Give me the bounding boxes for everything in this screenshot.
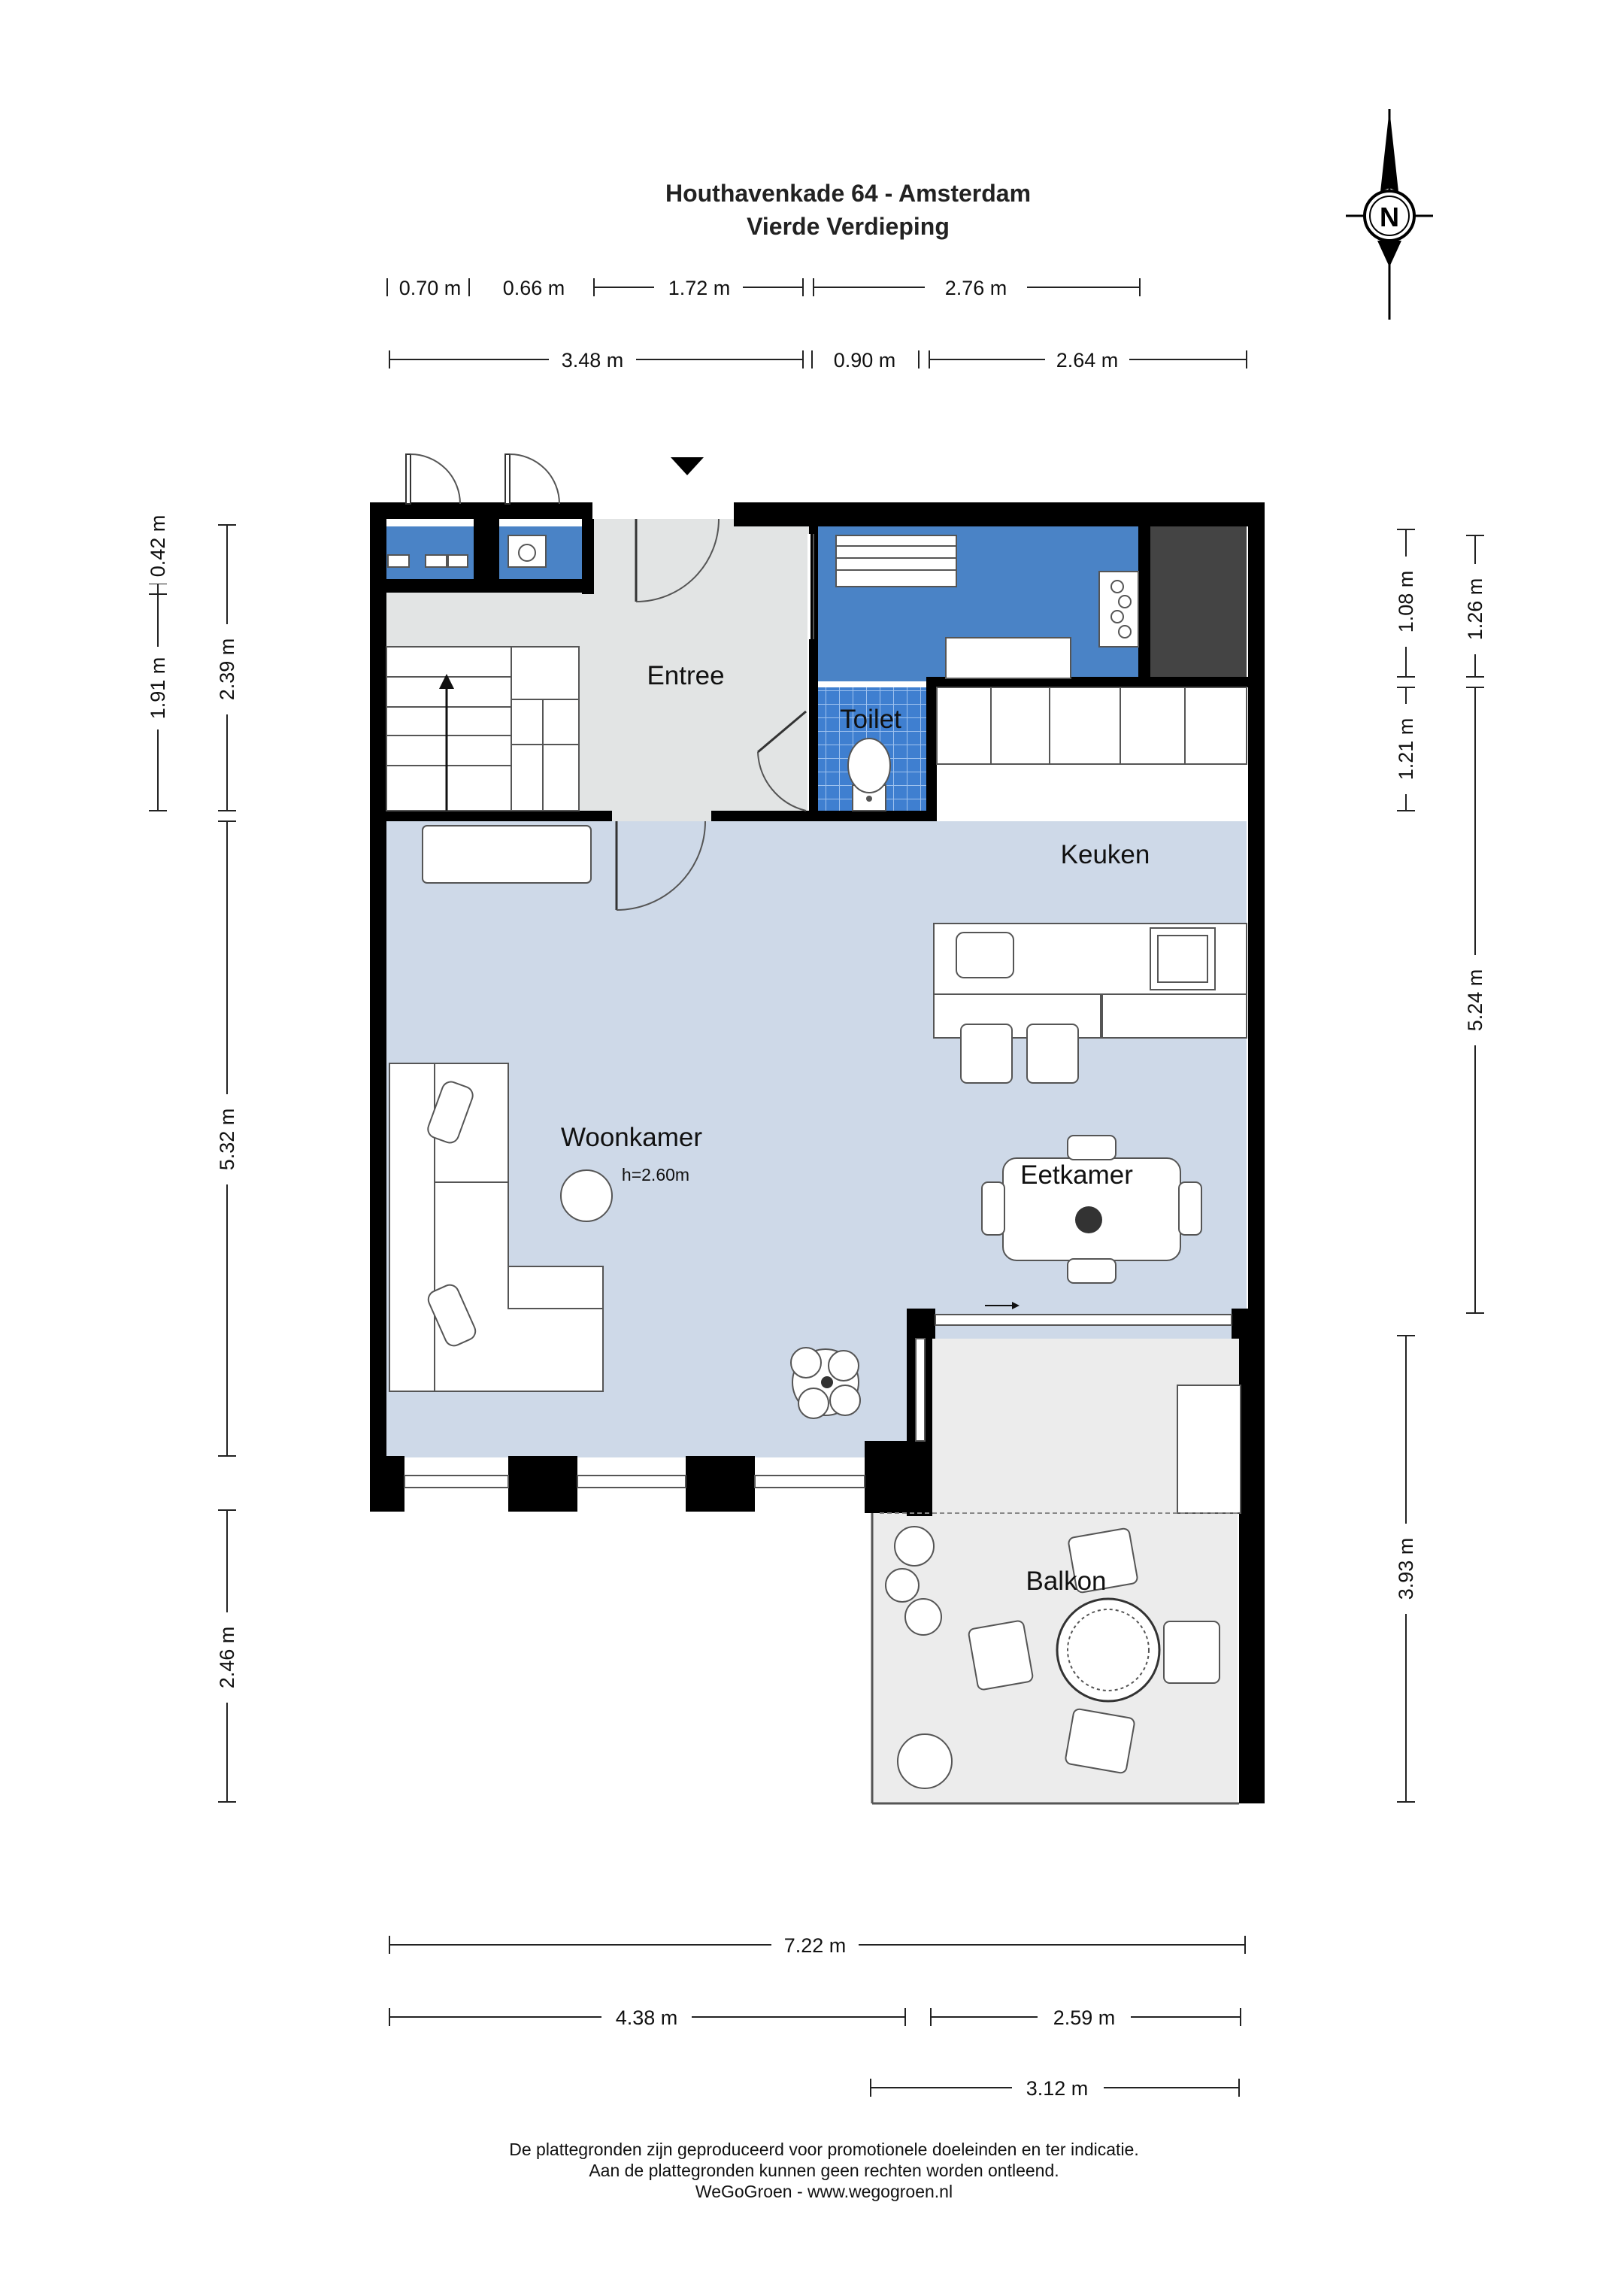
dim-bottom-259: 2.59 m	[1053, 2006, 1116, 2029]
dim-bottom-438: 4.38 m	[616, 2006, 678, 2029]
room-label-woonkamer: Woonkamer	[561, 1123, 702, 1152]
plan-title: Houthavenkade 64 - Amsterdam	[665, 180, 1031, 207]
dimension-bottom: 7.22 m 4.38 m 2.59 m 3.12 m	[389, 1934, 1246, 2100]
ceiling-height-label: h=2.60m	[622, 1165, 689, 1184]
dim-bottom-312: 3.12 m	[1026, 2077, 1089, 2100]
room-label-toilet: Toilet	[840, 705, 901, 734]
entrance-door-area	[594, 519, 812, 602]
bench	[422, 825, 592, 884]
kitchen-cabinets	[933, 687, 1247, 1084]
dark-cabinet	[1150, 526, 1247, 681]
dimension-right-outer: 1.26 m 5.24 m	[1464, 535, 1486, 1314]
dim-right-524: 5.24 m	[1464, 969, 1486, 1032]
dim-right-393: 3.93 m	[1395, 1538, 1417, 1600]
sofa	[389, 1063, 604, 1392]
room-label-keuken: Keuken	[1061, 840, 1150, 869]
side-table	[560, 1169, 613, 1222]
footer-line-3: WeGoGroen - www.wegogroen.nl	[695, 2182, 953, 2201]
windows	[404, 1302, 1232, 1488]
room-label-balkon: Balkon	[1026, 1567, 1106, 1596]
bathroom-fixtures	[835, 535, 1139, 679]
north-compass-icon: N	[1346, 109, 1433, 320]
dining-table	[981, 1135, 1202, 1284]
dim-top-264: 2.64 m	[1056, 349, 1119, 372]
balcony-furniture	[871, 1385, 1241, 1805]
dim-top-348: 3.48 m	[562, 349, 624, 372]
footer-line-1: De plattegronden zijn geproduceerd voor …	[509, 2140, 1139, 2159]
storage-floor-left	[386, 526, 474, 579]
dim-top-066: 0.66 m	[503, 277, 565, 299]
plan-subtitle: Vierde Verdieping	[747, 213, 950, 240]
dim-left-042: 0.42 m	[147, 515, 169, 578]
dim-right-108: 1.08 m	[1395, 571, 1417, 633]
dimension-top-row2: 3.48 m 0.90 m 2.64 m	[389, 349, 1247, 372]
room-label-eetkamer: Eetkamer	[1020, 1160, 1133, 1190]
dim-top-070: 0.70 m	[399, 277, 462, 299]
dimension-left-outer: 0.42 m 1.91 m	[147, 508, 169, 811]
toilet-fixture	[847, 738, 891, 811]
dimension-top-row1: 0.70 m 0.66 m 1.72 m 2.76 m	[386, 277, 1141, 299]
dimension-left-inner: 2.39 m 5.32 m 2.46 m	[216, 524, 238, 1803]
compass-label: N	[1380, 202, 1399, 232]
doors	[405, 453, 814, 911]
dim-right-121: 1.21 m	[1395, 718, 1417, 781]
dim-left-532: 5.32 m	[216, 1109, 238, 1171]
dim-bottom-total: 7.22 m	[784, 1934, 847, 1957]
room-label-entree: Entree	[647, 661, 724, 690]
walls	[370, 502, 1265, 1803]
dim-top-276: 2.76 m	[945, 277, 1007, 299]
dim-top-090: 0.90 m	[834, 349, 896, 372]
entry-arrow-icon	[671, 457, 704, 475]
dimension-right-inner: 1.08 m 1.21 m 3.93 m	[1395, 529, 1417, 1803]
plant-icon	[790, 1347, 861, 1419]
dim-left-246: 2.46 m	[216, 1627, 238, 1689]
dim-left-191: 1.91 m	[147, 657, 169, 720]
dim-left-239: 2.39 m	[216, 638, 238, 701]
staircase	[386, 646, 580, 811]
footer-line-2: Aan de plattegronden kunnen geen rechten…	[589, 2161, 1059, 2180]
storage-fixtures	[387, 535, 547, 568]
dim-top-172: 1.72 m	[668, 277, 731, 299]
dim-right-126: 1.26 m	[1464, 578, 1486, 641]
